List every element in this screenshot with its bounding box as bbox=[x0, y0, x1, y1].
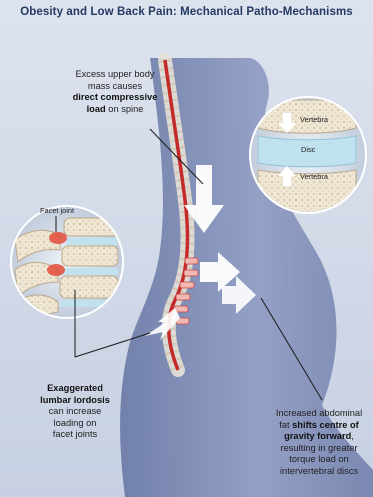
facet-joint-inset bbox=[11, 206, 123, 324]
compressive-load-label: Excess upper body mass causes direct com… bbox=[55, 69, 175, 115]
vertebra-bottom-label: Vertebra bbox=[300, 172, 328, 181]
disc-label: Disc bbox=[301, 145, 315, 154]
lordosis-label: Exaggerated lumbar lordosis can increase… bbox=[27, 383, 123, 441]
abdominal-fat-label: Increased abdominal fat shifts centre of… bbox=[266, 408, 372, 477]
facet-joint-label: Facet joint bbox=[40, 206, 74, 215]
vertebra-top-label: Vertebra bbox=[300, 115, 328, 124]
